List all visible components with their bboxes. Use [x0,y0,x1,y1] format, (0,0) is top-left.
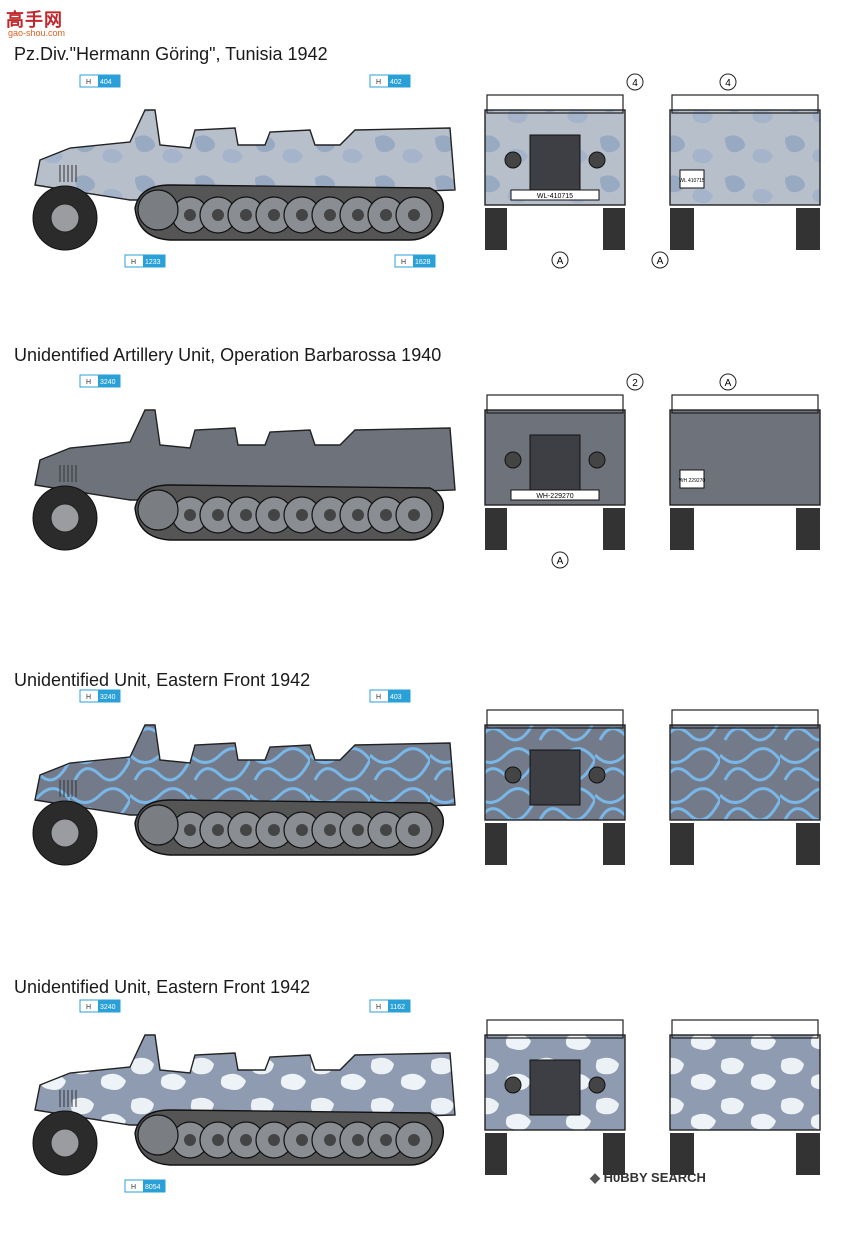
vehicle-body [34,1034,456,1126]
rear-body [669,109,821,206]
svg-text:H: H [131,1184,136,1191]
svg-text:3240: 3240 [100,379,116,386]
right-track [796,1133,820,1175]
front-plate: WL-410715 [537,193,573,200]
hobby-search-text: H0BBY SEARCH [603,1170,706,1185]
hobby-search-logo: ◆ H0BBY SEARCH [590,1170,706,1185]
logo-url: gao-shou.com [8,28,66,38]
left-track [670,508,694,550]
grille [529,749,581,806]
decal-marker: A [719,373,737,391]
decal-marker: A [651,251,669,269]
rear-body [669,409,821,506]
decal-marker: 4 [719,73,737,91]
rear-body [669,724,821,821]
right-track [796,823,820,865]
part-callout: H 8054 [124,1179,166,1193]
scheme-title-1: Pz.Div."Hermann Göring", Tunisia 1942 [14,44,328,64]
left-track [485,208,507,250]
part-callout: H 404 [79,74,121,88]
svg-text:2: 2 [632,378,638,389]
rear-plate: WH 229270 [679,478,706,484]
svg-text:H: H [86,694,91,701]
part-callout: H 1162 [369,999,411,1013]
part-callout: H 402 [369,74,411,88]
svg-text:H: H [86,379,91,386]
svg-text:A: A [557,256,564,267]
right-track [796,208,820,250]
scheme-title-4: Unidentified Unit, Eastern Front 1942 [14,977,311,997]
logo-text: 高手网 [6,10,63,31]
svg-text:3240: 3240 [100,694,116,701]
vehicle-body [34,409,456,501]
part-callout: H 1628 [394,254,436,268]
part-callout: H 3240 [79,999,121,1013]
svg-text:H: H [401,259,406,266]
drive-sprocket [137,489,179,531]
rear-body [669,1034,821,1131]
svg-text:1162: 1162 [390,1004,405,1011]
svg-text:H: H [376,694,381,701]
svg-text:A: A [657,256,664,267]
left-track [485,823,507,865]
right-track [603,1133,625,1175]
drive-sprocket [137,1114,179,1156]
right-track [603,823,625,865]
svg-text:4: 4 [632,78,638,89]
decal-marker: 2 [626,373,644,391]
part-callout: H 403 [369,689,411,703]
scheme-3-drawings: H 3240 H 403 [0,685,842,925]
site-logo: 高手网 gao-shou.com [6,6,68,40]
scheme-title-3: Unidentified Unit, Eastern Front 1942 [14,670,311,690]
rear-plate: WL 410715 [679,178,705,184]
vehicle-views-svg: H 3240 H 403 [32,689,821,866]
front-plate: WH-229270 [536,493,573,500]
svg-text:H: H [86,1004,91,1011]
drive-sprocket [137,804,179,846]
grille [529,134,581,191]
right-track [796,508,820,550]
grille [529,434,581,491]
vehicle-body [34,724,456,816]
svg-text:3240: 3240 [100,1004,116,1011]
left-track [485,1133,507,1175]
svg-text:403: 403 [390,694,402,701]
svg-text:A: A [725,378,732,389]
part-callout: H 3240 [79,374,121,388]
svg-text:H: H [376,1004,381,1011]
svg-text:1628: 1628 [415,259,431,266]
decal-marker: 4 [626,73,644,91]
right-track [603,508,625,550]
svg-text:A: A [557,556,564,567]
right-track [603,208,625,250]
decal-marker: A [551,551,569,569]
svg-text:1233: 1233 [145,259,161,266]
decal-marker: A [551,251,569,269]
grille [529,1059,581,1116]
drive-sprocket [137,189,179,231]
svg-text:H: H [86,79,91,86]
part-callout: H 3240 [79,689,121,703]
scheme-title-2: Unidentified Artillery Unit, Operation B… [14,345,442,365]
svg-text:H: H [131,259,136,266]
svg-text:H: H [376,79,381,86]
svg-text:8054: 8054 [145,1184,161,1191]
left-track [485,508,507,550]
svg-text:402: 402 [390,79,402,86]
svg-text:4: 4 [725,78,731,89]
left-track [670,1133,694,1175]
svg-text:404: 404 [100,79,112,86]
left-track [670,208,694,250]
part-callout: H 1233 [124,254,166,268]
vehicle-body [34,109,456,201]
left-track [670,823,694,865]
